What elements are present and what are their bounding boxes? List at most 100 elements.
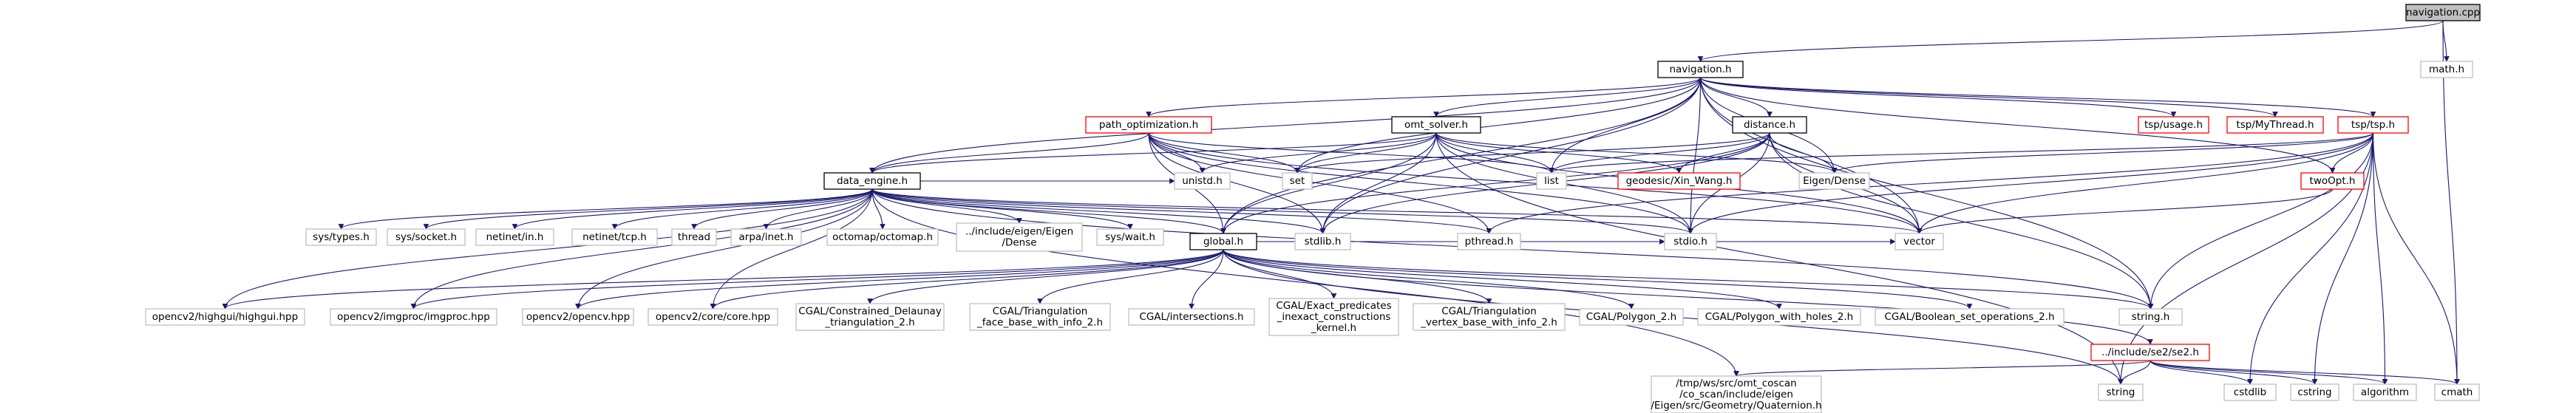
node-navh[interactable]: navigation.h: [1657, 61, 1744, 78]
node-systypes[interactable]: sys/types.h: [305, 228, 377, 246]
node-dataeng[interactable]: data_engine.h: [823, 172, 921, 190]
node-box: [648, 308, 778, 326]
node-geodesic[interactable]: geodesic/Xin_Wang.h: [1617, 172, 1741, 190]
edge-dataeng-to-vector: [871, 188, 1923, 234]
node-string[interactable]: string: [2098, 383, 2144, 401]
node-box: [2098, 383, 2144, 401]
node-box: [956, 222, 1083, 252]
edge-se2-to-algorithm: [2150, 360, 2388, 385]
edge-navh-to-twoopt: [1699, 77, 2336, 174]
node-navcpp[interactable]: navigation.cpp: [2405, 4, 2481, 21]
node-stringh[interactable]: string.h: [2118, 308, 2183, 326]
node-box: [1798, 172, 1870, 190]
node-tspmythread[interactable]: tsp/MyThread.h: [2226, 116, 2324, 134]
edge-dataeng-to-netinettcp: [611, 188, 873, 230]
node-cgaltvb[interactable]: CGAL/Triangulation_vertex_base_with_info…: [1413, 303, 1566, 331]
edge-global-to-se2: [1223, 249, 2153, 345]
node-inceigen[interactable]: ../include/eigen/Eigen/Dense: [956, 222, 1083, 252]
node-cgalexact[interactable]: CGAL/Exact_predicates_inexact_constructi…: [1268, 298, 1399, 336]
node-box: [1697, 308, 1861, 326]
node-vector[interactable]: vector: [1894, 233, 1944, 250]
node-highgui[interactable]: opencv2/highgui/highgui.hpp: [145, 308, 305, 326]
node-label: netinet/tcp.h: [582, 231, 647, 243]
node-cgalpoly[interactable]: CGAL/Polygon_2.h: [1579, 308, 1684, 326]
node-omt[interactable]: omt_solver.h: [1391, 116, 1481, 134]
node-global[interactable]: global.h: [1189, 233, 1257, 250]
edge-navh-to-tsptsp: [1699, 77, 2376, 117]
edge-dist-to-eigendense: [1769, 132, 1838, 174]
node-thread[interactable]: thread: [671, 228, 717, 246]
node-pthread[interactable]: pthread.h: [1457, 233, 1521, 250]
node-stdio[interactable]: stdio.h: [1664, 233, 1717, 250]
node-cgalpolyholes[interactable]: CGAL/Polygon_with_holes_2.h: [1697, 308, 1861, 326]
node-netinettcp[interactable]: netinet/tcp.h: [571, 228, 658, 246]
node-label: octomap/octomap.h: [832, 231, 933, 243]
node-arpainet[interactable]: arpa/inet.h: [730, 228, 802, 246]
node-label: opencv2/imgproc/imgproc.hpp: [337, 311, 490, 323]
edge-se2-to-cstdlib: [2150, 360, 2253, 385]
edge-pathopt-to-stdlib: [1148, 132, 1326, 234]
node-box: [2090, 344, 2210, 361]
node-label: ../include/se2/se2.h: [2101, 347, 2199, 358]
node-label: data_engine.h: [837, 175, 908, 187]
node-box: [1894, 233, 1944, 250]
node-box: [1732, 116, 1807, 134]
node-box: [1282, 172, 1313, 190]
node-label: pthread.h: [1465, 236, 1514, 248]
node-cstdlib[interactable]: cstdlib: [2223, 383, 2277, 401]
node-stdlib[interactable]: stdlib.h: [1294, 233, 1351, 250]
node-box: [2223, 383, 2277, 401]
node-unistd[interactable]: unistd.h: [1174, 172, 1231, 190]
edge-dataeng-to-inceigen: [871, 188, 1022, 224]
node-box: [1617, 172, 1741, 190]
node-dist[interactable]: distance.h: [1732, 116, 1807, 134]
edge-twoopt-to-vector: [1916, 188, 2334, 234]
node-syswait[interactable]: sys/wait.h: [1096, 228, 1164, 246]
node-set[interactable]: set: [1282, 172, 1313, 190]
edge-navh-to-pathopt: [1146, 77, 1702, 117]
node-tspusage[interactable]: tsp/usage.h: [2138, 116, 2209, 134]
node-octomap[interactable]: octomap/octomap.h: [826, 228, 939, 246]
node-cgalinter[interactable]: CGAL/intersections.h: [1128, 308, 1255, 326]
node-label: global.h: [1203, 236, 1243, 248]
node-label: thread: [678, 231, 710, 243]
node-tsptsp[interactable]: tsp/tsp.h: [2337, 116, 2409, 134]
node-syssocket[interactable]: sys/socket.h: [387, 228, 466, 246]
edge-tsptsp-to-cstring: [2311, 132, 2374, 385]
edge-dataeng-to-stdlib: [871, 188, 1326, 234]
edge-global-to-cgaltfb: [1037, 249, 1224, 304]
edge-se2-to-string: [2118, 360, 2151, 385]
node-label: CGAL/Constrained_Delaunay: [798, 306, 942, 318]
node-twoopt[interactable]: twoOpt.h: [2300, 172, 2365, 190]
edge-dist-to-stringh: [1769, 132, 2154, 310]
node-label: vector: [1903, 236, 1935, 248]
edge-omt-to-geodesic: [1435, 132, 1682, 174]
node-cmath[interactable]: cmath: [2434, 383, 2480, 401]
edge-pathopt-to-set: [1148, 132, 1300, 174]
node-label: CGAL/Polygon_with_holes_2.h: [1705, 311, 1853, 323]
node-corecore[interactable]: opencv2/core/core.hpp: [648, 308, 778, 326]
node-label: string: [2107, 386, 2135, 398]
node-box: [823, 172, 921, 190]
edge-global-to-stringh: [1223, 249, 2154, 310]
node-mathh[interactable]: math.h: [2420, 61, 2473, 78]
node-quaternion[interactable]: /tmp/ws/src/omt_coscan/co_scan/include/e…: [1651, 375, 1822, 413]
node-label: CGAL/Triangulation: [1441, 306, 1537, 318]
node-eigendense[interactable]: Eigen/Dense: [1798, 172, 1870, 190]
node-cgaltfb[interactable]: CGAL/Triangulation_face_base_with_info_2…: [969, 303, 1111, 331]
edge-dataeng-to-imgproc: [410, 188, 873, 310]
node-netinetin[interactable]: netinet/in.h: [475, 228, 554, 246]
node-pathopt[interactable]: path_optimization.h: [1085, 116, 1212, 134]
node-cgalbool[interactable]: CGAL/Boolean_set_operations_2.h: [1875, 308, 2064, 326]
node-opencv[interactable]: opencv2/opencv.hpp: [522, 308, 634, 326]
node-list[interactable]: list: [1536, 172, 1567, 190]
node-cstring[interactable]: cstring: [2290, 383, 2339, 401]
node-imgproc[interactable]: opencv2/imgproc/imgproc.hpp: [330, 308, 497, 326]
edge-navh-to-set: [1294, 77, 1702, 174]
node-label: twoOpt.h: [2310, 175, 2356, 187]
node-se2[interactable]: ../include/se2/se2.h: [2090, 344, 2210, 361]
node-cgalcd[interactable]: CGAL/Constrained_Delaunay_triangulation_…: [795, 303, 945, 331]
node-algorithm[interactable]: algorithm: [2353, 383, 2417, 401]
edge-pathopt-to-list: [1148, 132, 1554, 174]
node-box: [1085, 116, 1212, 134]
